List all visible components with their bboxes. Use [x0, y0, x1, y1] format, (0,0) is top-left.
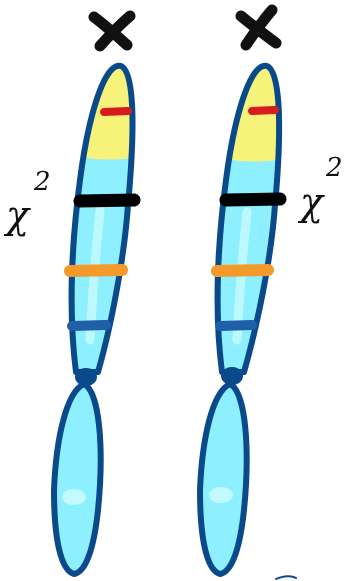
chromosome-left: ✕ χ 2	[0, 0, 134, 574]
x-mark-right: ✕	[0, 0, 276, 45]
chromosome-label-superscript-right: 2	[325, 153, 343, 183]
chromosome-label-right: χ	[297, 180, 325, 224]
band-orange-right	[217, 270, 268, 271]
band-red-right	[252, 110, 275, 111]
chromosome-label-superscript-left: 2	[33, 167, 51, 197]
label-right: χ 2	[297, 153, 343, 224]
band-red-left	[104, 111, 128, 112]
chromosome-label-left: χ	[3, 193, 31, 237]
x-mark-left: ✕	[0, 0, 130, 46]
band-blue-left	[72, 325, 106, 326]
band-blue-right	[220, 325, 252, 326]
label-left: χ 2	[3, 167, 51, 237]
band-black-left	[80, 200, 134, 201]
lower-arm-left	[54, 384, 101, 574]
band-orange-left	[70, 270, 122, 271]
lower-arm-right	[200, 384, 247, 574]
band-black-right	[226, 199, 280, 200]
stray-scribble	[276, 576, 296, 579]
